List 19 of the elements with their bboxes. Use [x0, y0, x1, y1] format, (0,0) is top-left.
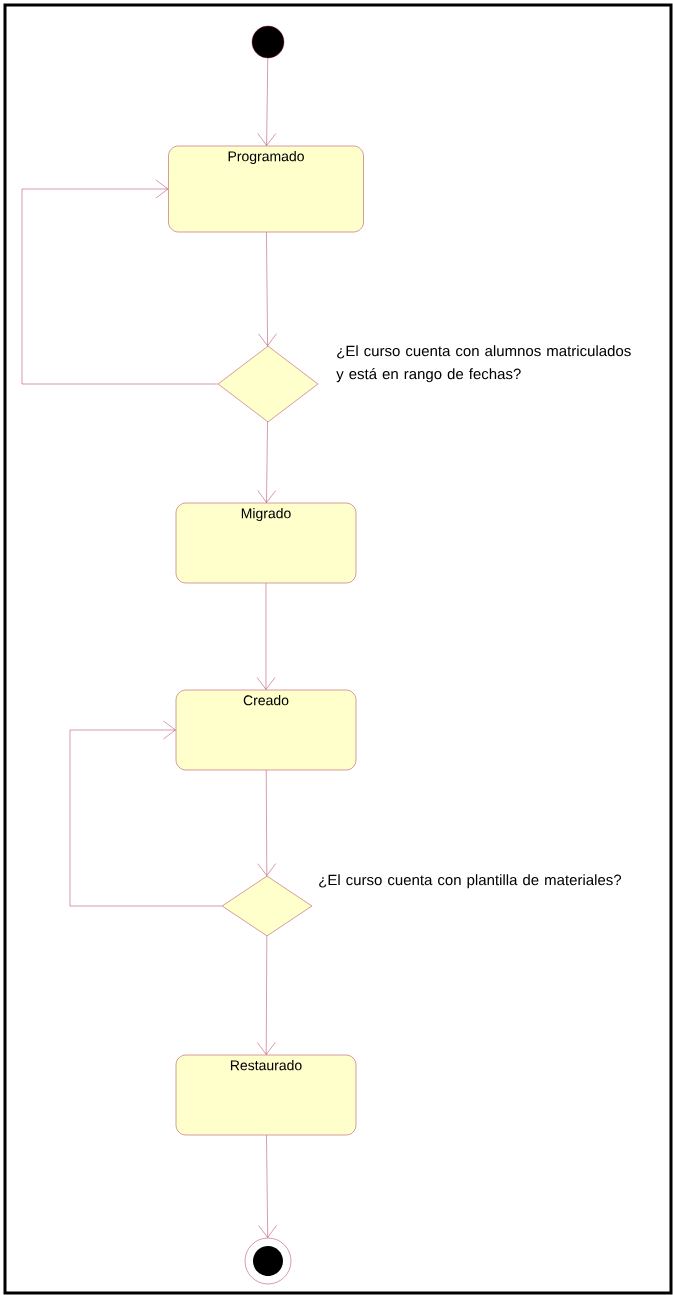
arrow — [257, 58, 276, 146]
arrow — [258, 232, 277, 346]
arrow — [256, 583, 276, 690]
state-box: Creado — [175, 689, 357, 771]
decision-diamond — [217, 345, 319, 423]
arrow — [257, 935, 276, 1055]
arrow — [21, 179, 218, 385]
state-box: Restaurado — [175, 1054, 357, 1136]
arrow — [257, 770, 276, 876]
condition-text: ¿El curso cuenta con plantilla de materiales? — [319, 874, 622, 889]
decision-diamond — [221, 875, 313, 937]
state-box: Programado — [168, 145, 364, 233]
state-box: Migrado — [175, 502, 357, 584]
arrow — [257, 421, 276, 503]
start-dot — [251, 25, 285, 59]
arrow — [69, 720, 222, 907]
condition-text: ¿El curso cuenta con alumnos matriculados y está en rango de fechas? — [336, 345, 631, 383]
arrow — [258, 1135, 277, 1238]
end-bullseye — [244, 1237, 292, 1285]
